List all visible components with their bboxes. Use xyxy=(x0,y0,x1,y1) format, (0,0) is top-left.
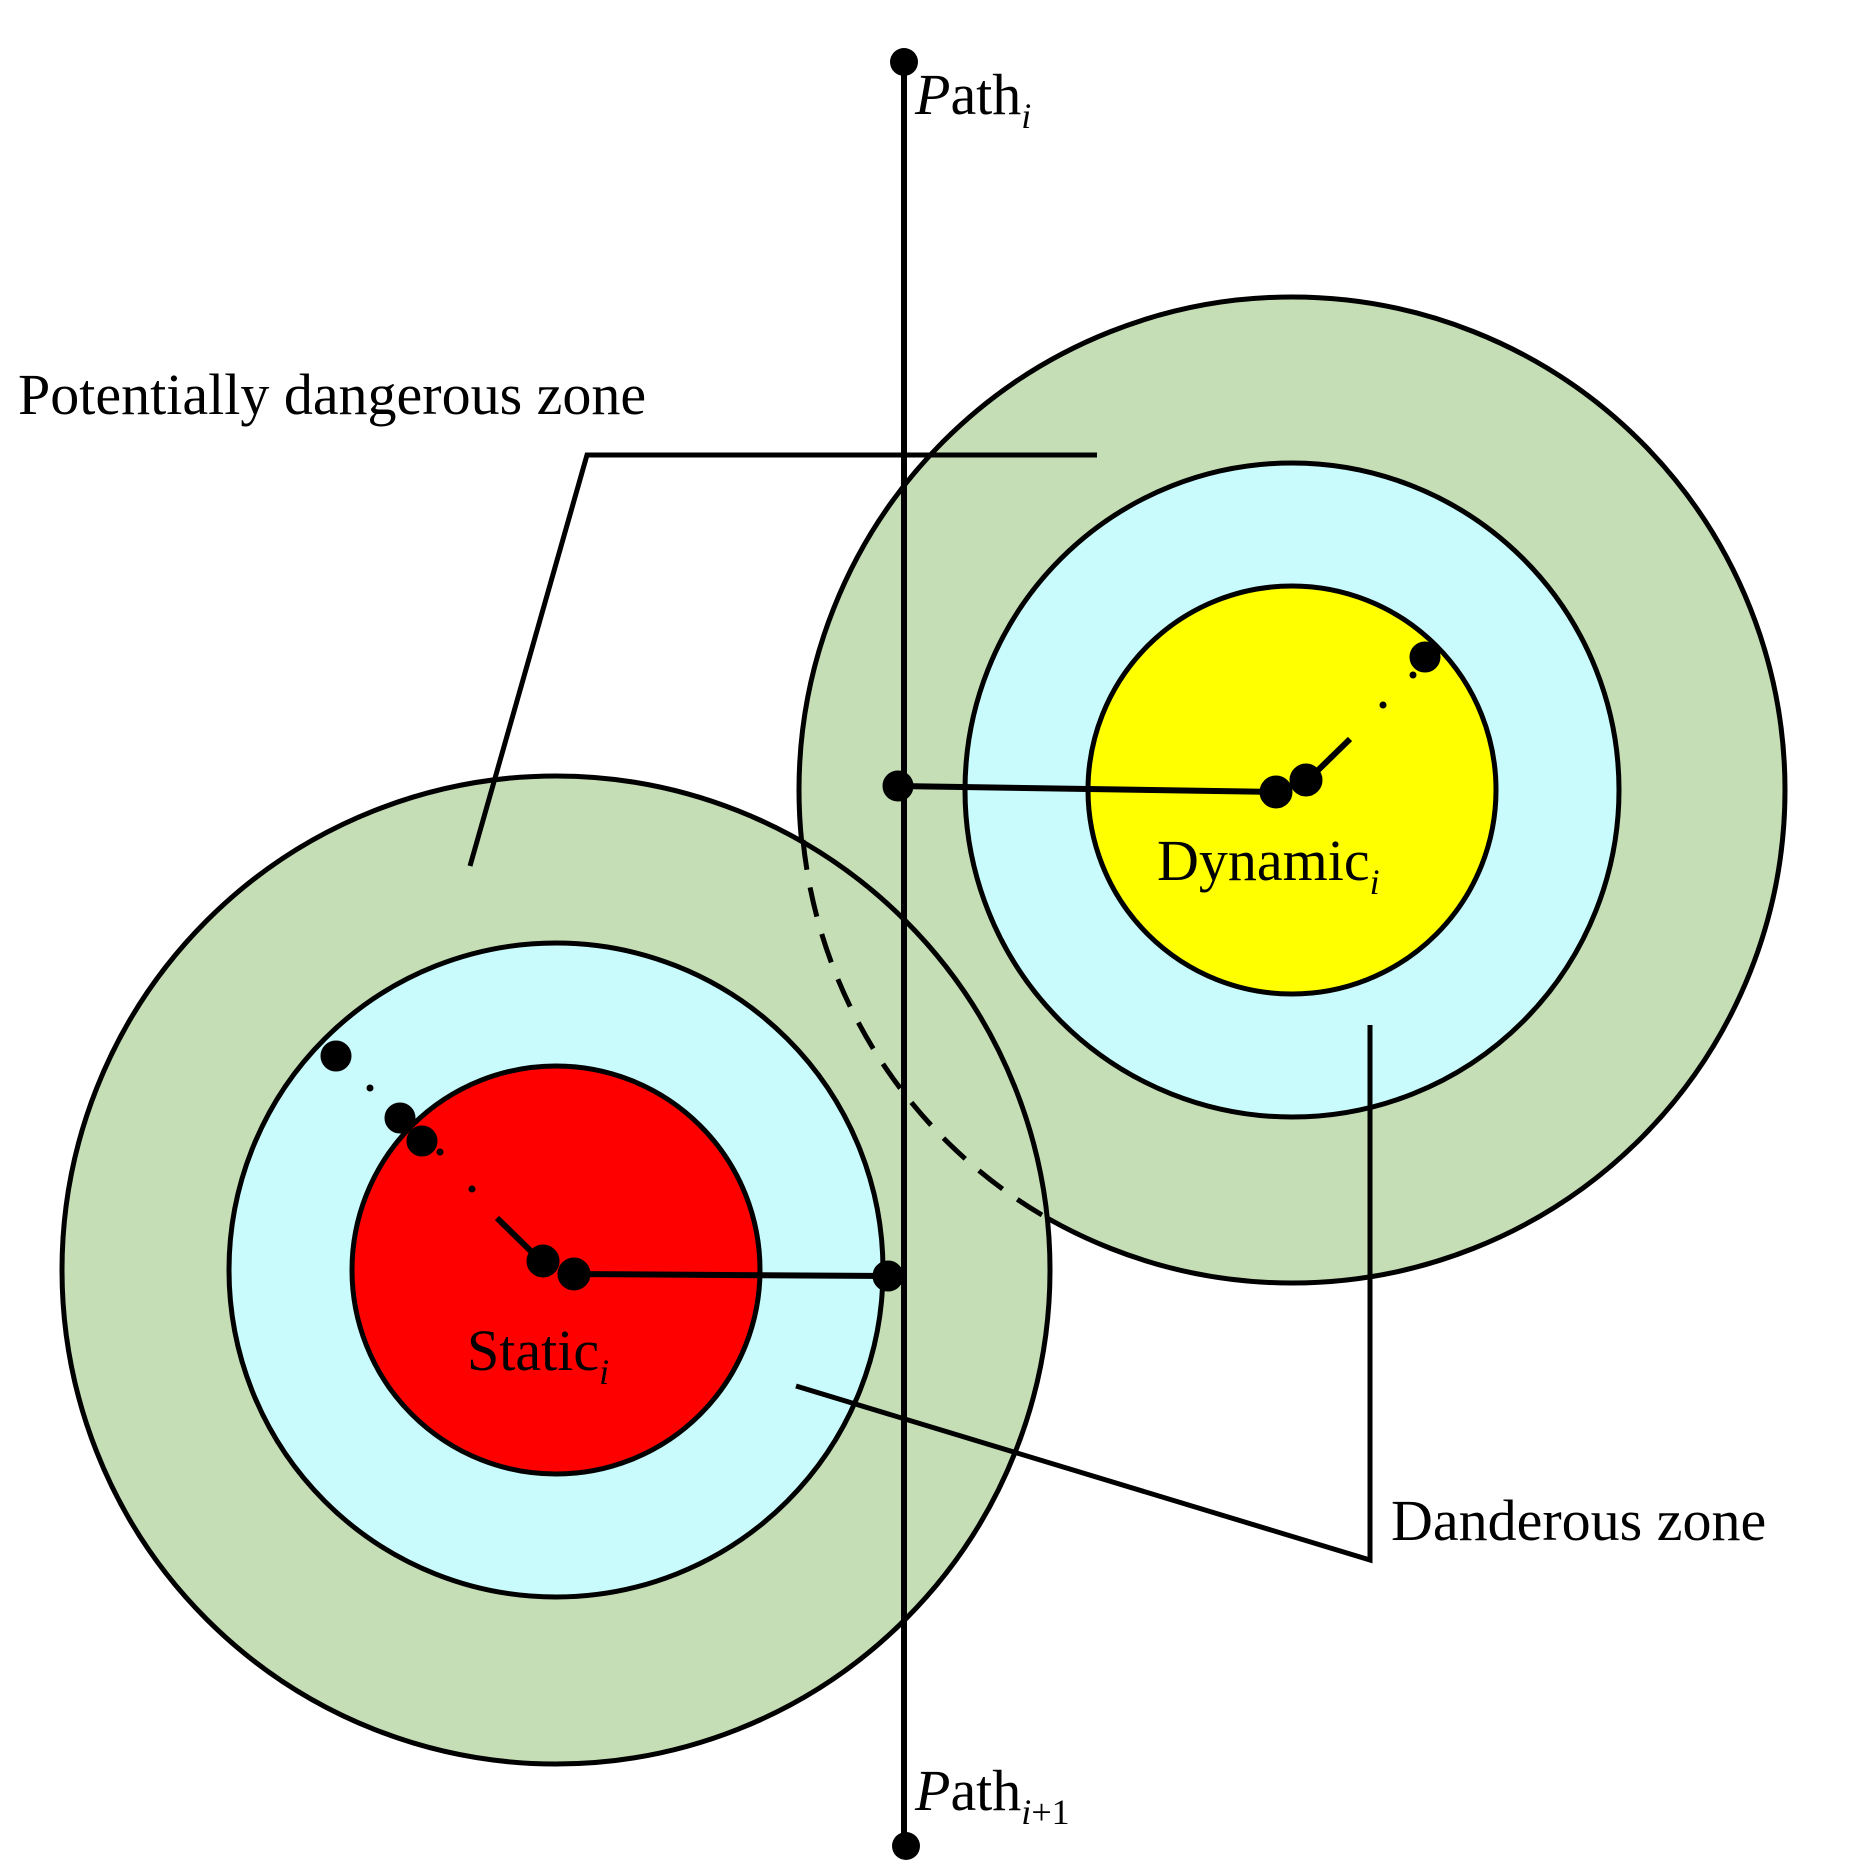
dynamic-path-contact-point xyxy=(882,770,914,802)
path-start-point xyxy=(890,48,918,76)
static-distance-line xyxy=(571,1271,889,1279)
static-arc-point-3 xyxy=(406,1125,438,1157)
dynamic-connection xyxy=(882,641,1441,809)
danger-zone-leader-line xyxy=(795,1025,1373,1564)
static-path-contact-point xyxy=(872,1260,904,1292)
path-top-main-italic: P xyxy=(914,62,950,127)
static-label-subscript: i xyxy=(599,1352,609,1392)
dynamic-arc-point xyxy=(1409,641,1441,673)
dynamic-label-main: Dynamic xyxy=(1157,828,1370,893)
static-arc-point-1 xyxy=(320,1040,352,1072)
leader-lines xyxy=(467,452,1373,1564)
path-bottom-subscript-italic: i xyxy=(1021,1792,1031,1832)
path-bottom-main-italic: P xyxy=(914,1758,950,1823)
static-obstacle-label: Statici xyxy=(467,1318,609,1392)
dynamic-trail-dot-1 xyxy=(1379,701,1387,709)
dynamic-label-subscript: i xyxy=(1370,862,1380,902)
path-bottom-main-rest: ath xyxy=(950,1758,1021,1823)
dynamic-center-point-2 xyxy=(1289,763,1323,797)
potentially-dangerous-zone-label: Potentially dangerous zone xyxy=(18,362,646,427)
path-bottom-subscript-rest: +1 xyxy=(1031,1792,1069,1832)
static-center-point-2 xyxy=(526,1244,560,1278)
static-connection xyxy=(320,1040,904,1292)
dynamic-center-point xyxy=(1259,775,1293,809)
path-top-label: Pathi xyxy=(914,62,1031,136)
potential-zone-leader-line xyxy=(467,452,1097,867)
static-label-main: Static xyxy=(467,1318,599,1383)
dynamic-obstacle-label: Dynamici xyxy=(1157,828,1380,902)
static-center-point xyxy=(557,1257,591,1291)
dynamic-zone-hidden-boundary xyxy=(800,839,1044,1218)
dangerous-zone-label: Danderous zone xyxy=(1391,1488,1766,1553)
path-end-point xyxy=(892,1832,920,1860)
dynamic-distance-line xyxy=(897,783,1277,795)
static-arc-point-2 xyxy=(384,1102,416,1134)
path-bottom-label: Pathi+1 xyxy=(914,1758,1070,1832)
path-top-subscript: i xyxy=(1021,96,1031,136)
static-trail-dot-2 xyxy=(436,1148,444,1156)
static-trail-dot-3 xyxy=(468,1185,476,1193)
path-top-main-rest: ath xyxy=(950,62,1021,127)
dynamic-trail-dot-2 xyxy=(1409,671,1417,679)
static-trail-dot-1 xyxy=(366,1084,374,1092)
